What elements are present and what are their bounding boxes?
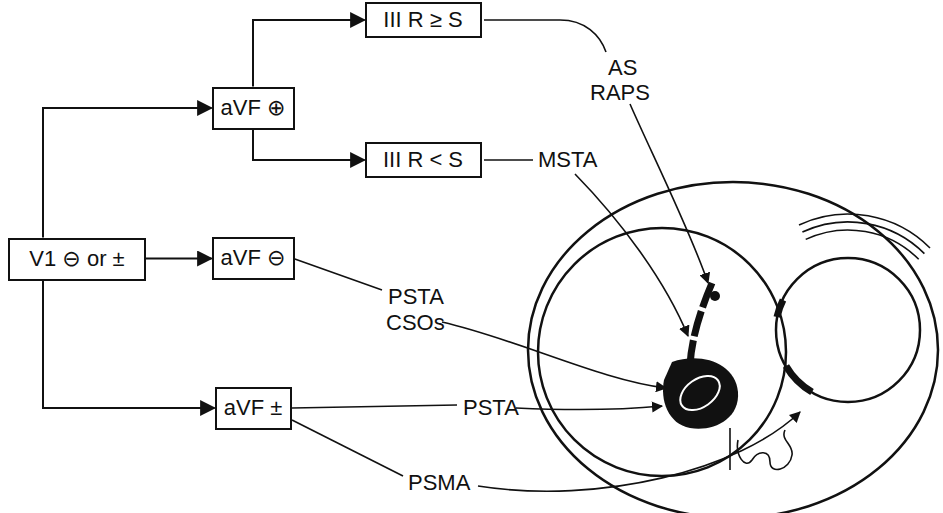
region-label: PSMA (408, 470, 470, 495)
pointer-arrow (516, 406, 662, 409)
leader-line (484, 20, 606, 52)
heart-outline (528, 182, 938, 513)
mitral-annulus-band (786, 366, 812, 392)
criterion-box: aVF ⊖ (212, 237, 295, 280)
criterion-text: V1 ⊖ or ± (29, 247, 124, 271)
coronary-sinus-ostium (674, 369, 726, 417)
region-label: MSTA (538, 147, 597, 172)
criterion-text: aVF ⊖ (221, 246, 286, 270)
pointer-arrow (575, 174, 688, 336)
criterion-box: aVF ⊕ (212, 87, 295, 130)
flow-arrow (253, 130, 365, 161)
coronary-sinus-line (802, 222, 924, 254)
flow-arrow (43, 281, 215, 409)
mitral-annulus (776, 258, 920, 402)
posteroseptal-region (663, 358, 738, 429)
flow-arrow (146, 258, 212, 260)
tricuspid-annulus (538, 228, 786, 476)
his-bundle-dot (710, 291, 720, 301)
coronary-sinus-line (806, 230, 919, 259)
criterion-text: aVF ± (224, 396, 283, 420)
criterion-text: III R < S (383, 148, 463, 172)
region-label: AS (608, 55, 637, 80)
vessel-line (729, 428, 731, 470)
pointer-arrow (478, 412, 800, 491)
leader-line (484, 159, 533, 161)
septal-annulus-band (690, 283, 712, 365)
flow-arrow (43, 108, 212, 238)
criterion-box: V1 ⊖ or ± (8, 238, 146, 281)
leader-line (292, 420, 403, 476)
criterion-text: aVF ⊕ (221, 96, 286, 120)
coronary-sinus-line (799, 214, 930, 248)
pointer-arrow (442, 322, 666, 388)
region-label: PSTA (388, 284, 444, 309)
flow-arrow (253, 20, 365, 87)
criterion-box: III R ≥ S (365, 2, 482, 38)
leader-line (292, 405, 457, 408)
vessel-squiggle (737, 430, 792, 469)
mitral-annulus-band (777, 300, 783, 317)
region-label: RAPS (590, 80, 650, 105)
criterion-box: III R < S (365, 142, 482, 178)
leader-line (292, 258, 382, 290)
region-label: PSTA (463, 395, 519, 420)
region-label: CSOs (386, 310, 445, 335)
criterion-box: aVF ± (215, 387, 292, 430)
pointer-arrow (630, 104, 708, 283)
criterion-text: III R ≥ S (383, 8, 462, 32)
